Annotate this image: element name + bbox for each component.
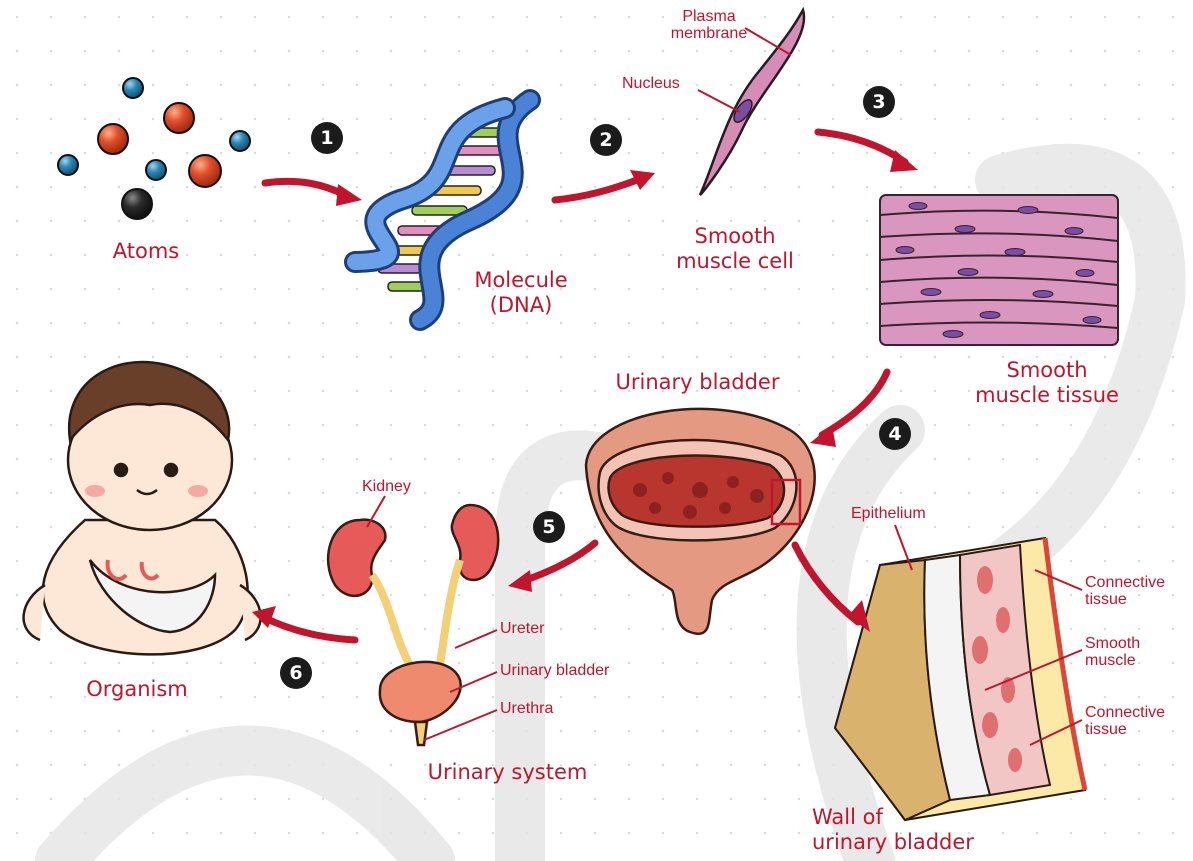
step-badge-5: 5 — [533, 511, 565, 543]
organ-label: Urinary bladder — [590, 370, 805, 395]
urethra-label: Urethra — [500, 700, 553, 717]
step-badge-3: 3 — [863, 86, 895, 118]
leader-ureter — [455, 630, 497, 648]
atoms-label: Atoms — [101, 239, 191, 264]
bladder-wall-illustration — [835, 538, 1085, 820]
wall-label: Wall of urinary bladder — [812, 805, 1017, 855]
plasma-membrane-label: Plasma membrane — [664, 8, 754, 42]
bladder-illustration — [586, 409, 815, 634]
connective-tissue-label-2: Connective tissue — [1085, 704, 1165, 738]
muscle-tissue-illustration — [880, 195, 1118, 345]
baby-illustration — [24, 362, 261, 654]
arrow-2 — [555, 180, 637, 200]
arrow-6 — [265, 618, 355, 640]
ureter-label: Ureter — [500, 620, 544, 637]
step-badge-6: 6 — [280, 657, 312, 689]
epithelium-label: Epithelium — [851, 505, 926, 522]
nucleus-label: Nucleus — [622, 75, 680, 92]
step-badge-1: 1 — [311, 122, 343, 154]
kidney-label: Kidney — [362, 478, 411, 495]
organism-label: Organism — [72, 677, 202, 702]
arrow-1 — [265, 181, 345, 195]
step-badge-2: 2 — [590, 124, 622, 156]
connective-tissue-label-1: Connective tissue — [1085, 574, 1165, 608]
leader-nucleus — [698, 90, 740, 112]
cell-label: Smooth muscle cell — [650, 224, 820, 274]
tissue-label: Smooth muscle tissue — [952, 358, 1142, 408]
step-badge-4: 4 — [879, 418, 911, 450]
urinary-bladder-callout: Urinary bladder — [500, 662, 609, 679]
arrow-3 — [818, 132, 905, 162]
atoms-illustration — [58, 78, 250, 219]
urinary-system-illustration — [328, 505, 498, 745]
system-label: Urinary system — [410, 760, 605, 785]
molecule-label: Molecule (DNA) — [456, 268, 586, 318]
smooth-muscle-label: Smooth muscle — [1085, 635, 1140, 669]
